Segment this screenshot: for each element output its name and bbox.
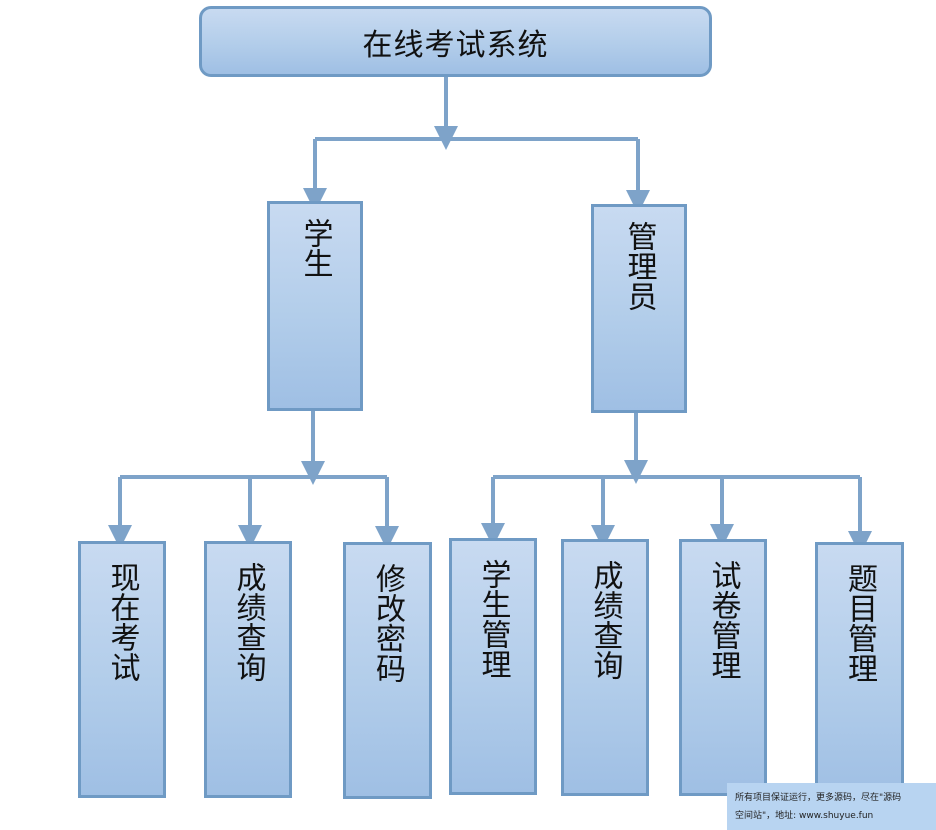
root-node: 在线考试系统 xyxy=(199,6,712,77)
source-watermark: 所有项目保证运行，更多源码，尽在"源码 空间站"，地址: www.shuyue.… xyxy=(727,783,936,830)
function-node-admin-student-management-label: 学生管理 xyxy=(475,559,511,679)
function-node-admin-score-query-label: 成绩查询 xyxy=(587,560,623,680)
source-watermark-line-2: 空间站"，地址: www.shuyue.fun xyxy=(735,811,874,821)
function-node-admin-paper-management: 试卷管理 xyxy=(679,539,767,796)
function-node-student-change-password-label: 修改密码 xyxy=(370,563,405,683)
admin-to-functions-connector xyxy=(481,412,872,555)
role-node-admin: 管理员 xyxy=(591,204,687,413)
function-node-admin-question-management: 题目管理 xyxy=(815,542,904,799)
function-node-admin-paper-management-label: 试卷管理 xyxy=(705,560,741,680)
function-node-student-score-query-label: 成绩查询 xyxy=(230,562,266,682)
function-node-admin-student-management: 学生管理 xyxy=(449,538,537,795)
function-node-student-take-exam-label: 现在考试 xyxy=(104,562,140,682)
function-node-admin-question-management-label: 题目管理 xyxy=(842,563,877,683)
function-node-student-score-query: 成绩查询 xyxy=(204,541,292,798)
role-node-admin-label: 管理员 xyxy=(621,221,657,311)
student-to-functions-connector xyxy=(108,411,399,550)
function-node-student-take-exam: 现在考试 xyxy=(78,541,166,798)
root-to-roles-connector xyxy=(303,76,650,214)
root-node-label: 在线考试系统 xyxy=(362,27,549,63)
role-node-student: 学生 xyxy=(267,201,363,411)
function-node-admin-score-query: 成绩查询 xyxy=(561,539,649,796)
role-node-student-label: 学生 xyxy=(297,218,333,278)
source-watermark-line-1: 所有项目保证运行，更多源码，尽在"源码 xyxy=(735,793,902,803)
function-node-student-change-password: 修改密码 xyxy=(343,542,432,799)
